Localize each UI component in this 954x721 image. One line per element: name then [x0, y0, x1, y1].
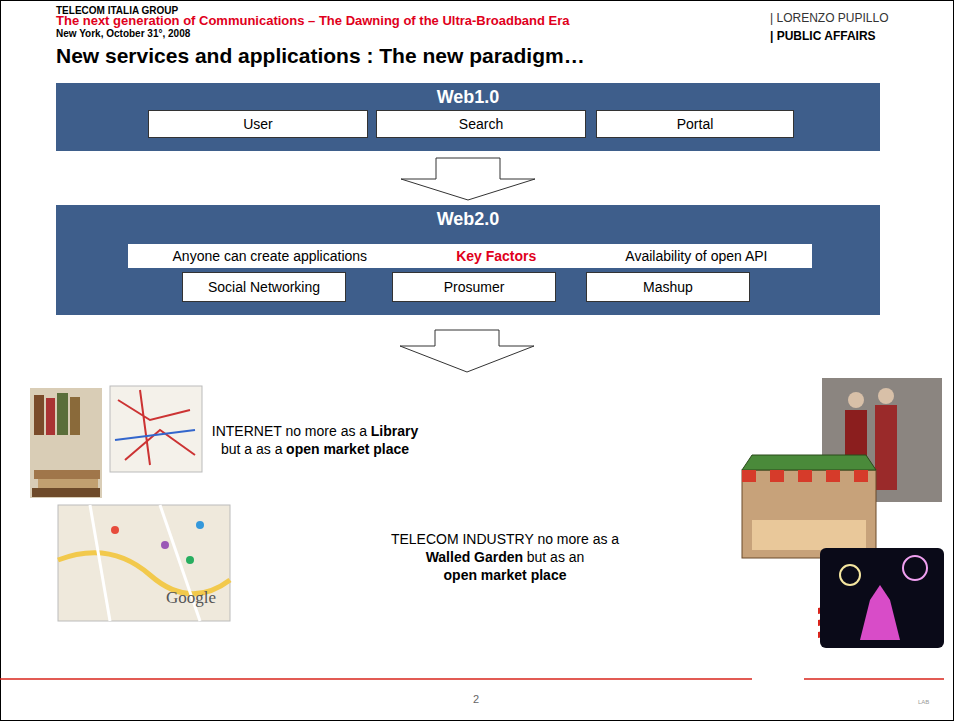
- feature-box: Mashup: [586, 272, 750, 302]
- book: [46, 398, 55, 435]
- statement-text: INTERNET no more as aLibrarybut a as aop…: [200, 422, 430, 458]
- mannequin: [875, 405, 897, 490]
- box-label: Search: [459, 116, 503, 132]
- mannequin: [848, 392, 864, 408]
- box-label: Anyone can create applications: [173, 248, 368, 264]
- mannequin: [878, 388, 894, 404]
- book: [34, 395, 44, 435]
- box-label: Portal: [677, 116, 714, 132]
- slide-title: New services and applications : The new …: [56, 44, 585, 68]
- event-title: The next generation of Communications – …: [56, 13, 570, 28]
- department-name: | PUBLIC AFFAIRS: [770, 29, 876, 43]
- stall-counter: [752, 520, 866, 550]
- box-label: Prosumer: [444, 279, 505, 295]
- map-pin: [111, 526, 119, 534]
- firework: [903, 556, 927, 580]
- hollow-arrow: [401, 158, 535, 200]
- key-factors-heading: Key Factors: [456, 248, 536, 264]
- book: [38, 479, 98, 488]
- footer-rule: [804, 678, 944, 680]
- stall-awning: [742, 455, 876, 470]
- map-pin: [186, 556, 194, 564]
- box-label: User: [243, 116, 273, 132]
- statement-phrase: INTERNET no more as a: [212, 422, 367, 440]
- web-band: Web1.0User Search Portal: [56, 83, 880, 151]
- box-label: Social Networking: [208, 279, 320, 295]
- stall-awning: [742, 470, 868, 482]
- firework: [840, 565, 860, 585]
- statement-line: Walled Gardenbut as an: [370, 548, 640, 566]
- book: [57, 393, 68, 435]
- statement-phrase: TELECOM INDUSTRY no more as a: [391, 530, 619, 548]
- subway-lines: [118, 390, 195, 465]
- map-logo: Google: [166, 588, 216, 608]
- subway-map: [110, 386, 202, 472]
- map-pin: [161, 541, 169, 549]
- feature-box: Search: [376, 110, 586, 138]
- statement-line: TELECOM INDUSTRY no more as a: [370, 530, 640, 548]
- feature-box: User: [148, 110, 368, 138]
- hollow-arrow: [400, 330, 534, 372]
- subway-lines: [115, 430, 195, 440]
- web-band: Web2.0Anyone can create applications Key …: [56, 205, 880, 315]
- statement-line: INTERNET no more as aLibrary: [200, 422, 430, 440]
- statement-line: open market place: [370, 566, 640, 584]
- book: [70, 397, 80, 435]
- statement-phrase: but as an: [527, 548, 585, 566]
- box-label: Availability of open API: [625, 248, 767, 264]
- feature-box: Portal: [596, 110, 794, 138]
- statement-line: but a as aopen market place: [200, 440, 430, 458]
- fireworks-photo: [820, 548, 944, 648]
- statement-phrase: but a as a: [221, 440, 283, 458]
- page-number: 2: [473, 693, 479, 705]
- event-date: New York, October 31°, 2008: [56, 28, 190, 39]
- feature-box: Social Networking: [182, 272, 346, 302]
- statement-text: TELECOM INDUSTRY no more as aWalled Gard…: [370, 530, 640, 584]
- band-heading: Web2.0: [56, 209, 880, 230]
- map-road: [58, 553, 230, 594]
- band-heading: Web1.0: [56, 87, 880, 108]
- key-factors-bar: Anyone can create applications Key Factor…: [128, 244, 812, 268]
- box-label: Mashup: [643, 279, 693, 295]
- statement-keyword: Library: [371, 422, 418, 440]
- book: [34, 470, 100, 479]
- statement-keyword: Walled Garden: [426, 548, 524, 566]
- footer-rule: [0, 678, 752, 680]
- lab-mark: LAB: [918, 699, 929, 705]
- bookshelf: [30, 388, 102, 498]
- map-picture: [58, 505, 230, 621]
- map-pin: [196, 521, 204, 529]
- statement-keyword: open market place: [444, 566, 567, 584]
- speaker-name: | LORENZO PUPILLO: [770, 11, 888, 25]
- statement-keyword: open market place: [286, 440, 409, 458]
- feature-box: Prosumer: [392, 272, 556, 302]
- castle: [860, 585, 900, 640]
- book: [32, 488, 100, 497]
- market-stall: [742, 470, 876, 558]
